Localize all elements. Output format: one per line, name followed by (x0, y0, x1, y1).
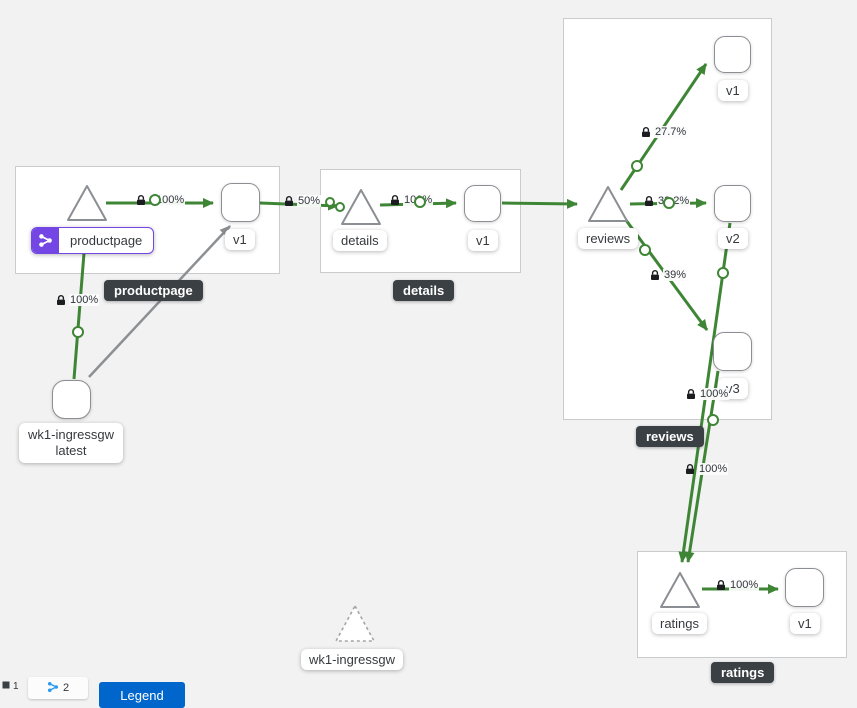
edge-label-reviews-v3: 39% (650, 269, 688, 281)
node-label-text: productpage (70, 233, 143, 248)
edge-waypoint (639, 244, 651, 256)
edge-waypoint-ring (663, 197, 675, 209)
edge-label-details-v1: 100% (390, 194, 434, 208)
node-workload-details-v1[interactable] (464, 185, 501, 222)
edge-label-ratings-v1: 100% (716, 579, 760, 591)
versions-icon (47, 681, 59, 696)
node-label-ratings[interactable]: ratings (652, 613, 708, 634)
group-badge-productpage: productpage (104, 280, 203, 301)
namespace-count-chip: 1 (2, 681, 19, 692)
node-label-reviews-v1[interactable]: v1 (718, 80, 748, 101)
edge-ingress-to-pp-v1[interactable] (88, 225, 231, 378)
mtls-lock-icon (136, 194, 146, 206)
node-label-reviews-v2[interactable]: v2 (718, 228, 748, 249)
node-label-line1: wk1-ingressgw (28, 427, 114, 442)
edge-waypoint-ring (414, 196, 426, 208)
node-label-details[interactable]: details (333, 230, 387, 251)
legend-button[interactable]: Legend (99, 682, 185, 708)
group-badge-ratings: ratings (711, 662, 775, 683)
edge-label-productpage-v1: 100% (136, 194, 186, 206)
node-workload-ingressgw[interactable] (52, 380, 91, 419)
edge-v1-to-reviews[interactable] (501, 198, 578, 209)
node-workload-reviews-v2[interactable] (714, 185, 751, 222)
app-versions-icon (32, 228, 59, 253)
app-count-chip[interactable]: 2 (28, 677, 88, 699)
mtls-lock-icon (641, 126, 651, 138)
node-label-ratings-v1[interactable]: v1 (790, 613, 820, 634)
mtls-lock-icon (716, 579, 726, 591)
node-service-ingressgw[interactable] (333, 603, 377, 645)
edge-waypoint (631, 160, 643, 172)
node-label-productpage[interactable]: productpage (31, 227, 155, 254)
edge-label-reviews-v1: 27.7% (641, 126, 688, 138)
mtls-lock-icon (284, 195, 294, 207)
edge-label-reviews-v2: 33.2% (644, 195, 691, 209)
cube-icon (2, 681, 10, 692)
node-workload-reviews-v1[interactable] (714, 36, 751, 73)
edge-waypoint (72, 326, 84, 338)
node-app-reviews[interactable] (586, 184, 630, 224)
node-workload-ratings-v1[interactable] (785, 568, 824, 607)
node-workload-reviews-v3[interactable] (713, 332, 752, 371)
edge-waypoint (335, 202, 345, 212)
node-label-ingressgw-workload[interactable]: wk1-ingressgw latest (19, 423, 123, 463)
edge-label-v2-ratings: 100% (685, 463, 729, 475)
edge-waypoint (707, 414, 719, 426)
edge-waypoint (717, 267, 729, 279)
mtls-lock-icon (685, 463, 695, 475)
edge-waypoint (325, 197, 335, 207)
edge-label-ingress-productpage: 100% (56, 294, 100, 306)
edge-label-v3-ratings: 100% (686, 388, 730, 400)
mtls-lock-icon (56, 294, 66, 306)
node-app-productpage[interactable] (65, 183, 109, 223)
mtls-lock-icon (644, 195, 654, 207)
node-label-details-v1[interactable]: v1 (468, 230, 498, 251)
node-label-pp-v1[interactable]: v1 (225, 229, 255, 250)
node-label-ingressgw-service[interactable]: wk1-ingressgw (301, 649, 403, 670)
node-app-ratings[interactable] (658, 570, 702, 610)
mtls-lock-icon (686, 388, 696, 400)
node-workload-pp-v1[interactable] (221, 183, 260, 222)
mtls-lock-icon (650, 269, 660, 281)
edge-label-v1-details: 50% (284, 195, 322, 207)
edge-waypoint-ring (149, 194, 161, 206)
mtls-lock-icon (390, 194, 400, 206)
node-app-details[interactable] (339, 187, 383, 227)
group-badge-reviews: reviews (636, 426, 704, 447)
group-badge-details: details (393, 280, 455, 301)
node-label-line2: latest (55, 443, 87, 458)
node-label-reviews[interactable]: reviews (578, 228, 639, 249)
